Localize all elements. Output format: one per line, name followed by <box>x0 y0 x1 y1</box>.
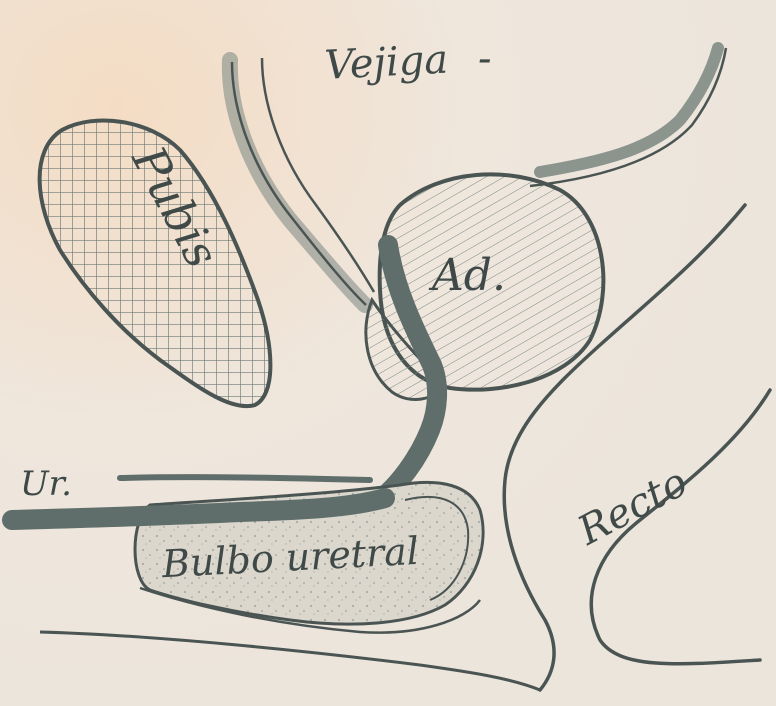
bladder-label-dash: - <box>478 36 492 82</box>
bladder-label: Vejiga <box>323 37 449 89</box>
adenoma-label: Ad. <box>428 250 506 301</box>
urethra-upper-line <box>120 477 370 480</box>
urethra-label: Ur. <box>20 464 72 504</box>
